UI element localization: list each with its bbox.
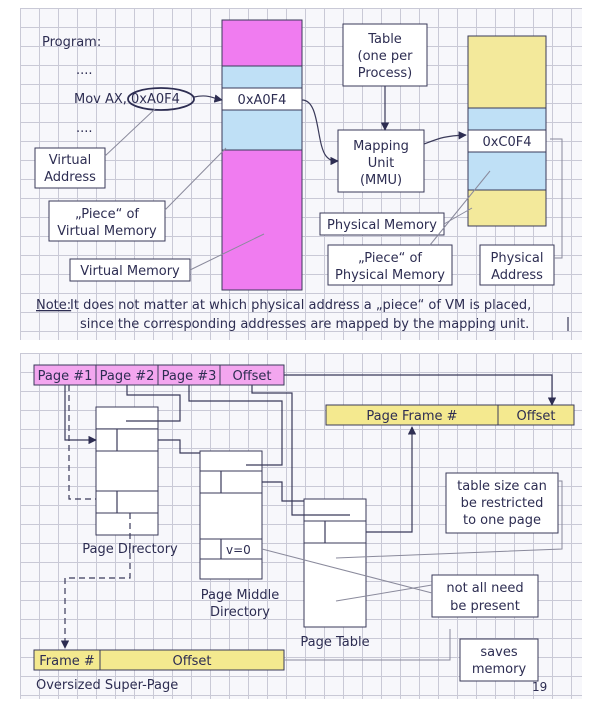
- frame-offset-label: Offset: [516, 409, 555, 424]
- virtual-memory-pointer: [189, 233, 265, 271]
- table-size-line1: table size can: [457, 479, 547, 494]
- piece-pm-line1: „Piece“ of: [358, 251, 422, 266]
- paging-diagram: Page #1 Page #2 Page #3 Offset Page Fram…: [33, 364, 575, 694]
- mmu-box: [337, 129, 425, 193]
- oversized-super-page-label: Oversized Super-Page: [36, 678, 178, 693]
- saves-memory-callout: [459, 638, 539, 682]
- piece-vm-line2: Virtual Memory: [57, 224, 157, 239]
- pmd-entry: [199, 470, 263, 494]
- table-line2: (one per: [358, 49, 414, 64]
- page2-route: [126, 385, 181, 422]
- not-all-pointer-pmd: [261, 548, 433, 594]
- vm-mapping-diagram: Program: .... Mov AX, 0xA0F4 .... Virtua…: [34, 19, 569, 332]
- pm-page-band-top: [467, 107, 547, 131]
- note-line1: It does not matter at which physical add…: [70, 298, 531, 313]
- pm-page-band-bottom: [467, 151, 547, 191]
- vm-cell-value: 0xA0F4: [238, 93, 287, 108]
- not-all-line1: not all need: [446, 581, 523, 596]
- pt-to-frame-arrow: [366, 426, 417, 533]
- vm-page-band-top: [221, 65, 303, 89]
- piece-pm-pointer: [429, 170, 491, 246]
- mmu-line3: (MMU): [360, 173, 402, 188]
- page-middle-directory-table: [199, 450, 263, 580]
- page2-label: Page #2: [100, 369, 155, 384]
- page3-route: [188, 385, 283, 466]
- page-table-label: Page Table: [300, 635, 369, 650]
- dots-1: ....: [76, 63, 93, 78]
- table-size-pointer: [335, 480, 563, 559]
- page-directory-label: Page Directory: [82, 542, 178, 557]
- page-table: [303, 498, 367, 628]
- saves-memory-pointer: [284, 629, 451, 661]
- mmu-line1: Mapping: [353, 139, 409, 154]
- offset-label: Offset: [232, 369, 271, 384]
- pmd-to-pt-route: [262, 481, 304, 502]
- vm-page-band-bottom: [221, 109, 303, 151]
- pd-to-pmd-route: [158, 439, 200, 454]
- frame-hash-label: Frame #: [39, 654, 95, 669]
- pmd-label-line2: Directory: [210, 605, 270, 620]
- table-size-line3: to one page: [463, 513, 541, 528]
- pd-entry-top: [95, 428, 159, 452]
- not-all-line2: be present: [450, 599, 520, 614]
- offset-to-frame-arrow: [284, 374, 557, 406]
- virtual-address-box: [34, 147, 106, 189]
- saves-line1: saves: [480, 645, 517, 660]
- physical-address-box: [479, 244, 555, 286]
- piece-pm-line2: Physical Memory: [335, 268, 445, 283]
- mmu-line2: Unit: [368, 156, 394, 171]
- page1-to-pd-arrow: [64, 385, 97, 445]
- piece-pm-box: [327, 244, 453, 286]
- table-line3: Process): [358, 66, 412, 81]
- vm-to-mmu-arrow: [301, 99, 339, 166]
- pm-cell-value: 0xC0F4: [482, 135, 531, 150]
- virtual-address-line1: Virtual: [49, 153, 91, 168]
- piece-vm-line1: „Piece“ of: [75, 207, 139, 222]
- table-line1: Table: [367, 32, 402, 47]
- multilevel-paging-panel: Page #1 Page #2 Page #3 Offset Page Fram…: [20, 353, 582, 699]
- not-all-callout: [431, 574, 539, 618]
- physical-address-line2: Address: [491, 268, 543, 283]
- virtual-address-pointer: [104, 108, 156, 157]
- piece-vm-box: [48, 200, 166, 242]
- super-offset-label: Offset: [172, 654, 211, 669]
- mov-instruction: Mov AX,: [74, 92, 127, 107]
- pd-super-dashed: [68, 385, 96, 500]
- pmd-label-line1: Page Middle: [201, 588, 280, 603]
- page-frame-label: Page Frame #: [366, 409, 457, 424]
- virtual-memory-label: Virtual Memory: [80, 264, 180, 279]
- pd-entry-bottom: [95, 490, 159, 514]
- offset-route: [251, 385, 350, 516]
- page3-label: Page #3: [162, 369, 217, 384]
- address-to-vm-arrow: [193, 94, 223, 103]
- table-size-line2: be restricted: [461, 496, 544, 511]
- page-number: 19: [532, 680, 547, 694]
- dots-2: ....: [76, 121, 93, 136]
- program-label: Program:: [42, 35, 101, 50]
- virtual-address-line2: Address: [44, 170, 96, 185]
- address-highlight-ellipse: [127, 87, 195, 111]
- pt-entry: [303, 520, 367, 544]
- address-literal: 0xA0F4: [131, 92, 180, 107]
- piece-vm-pointer: [164, 147, 227, 211]
- saves-line2: memory: [472, 662, 527, 677]
- virtual-memory-mapping-panel: Program: .... Mov AX, 0xA0F4 .... Virtua…: [20, 8, 582, 340]
- note-line2: since the corresponding addresses are ma…: [80, 317, 529, 332]
- virtual-memory-column: [221, 19, 303, 291]
- note-label: Note:: [36, 298, 71, 313]
- v-eq-0-label: v=0: [226, 543, 251, 557]
- page1-label: Page #1: [38, 369, 93, 384]
- physical-address-bracket: [550, 138, 563, 259]
- pd-to-superpage-dashed-arrow: [60, 513, 131, 649]
- physical-memory-label: Physical Memory: [327, 218, 437, 233]
- physical-address-line1: Physical: [491, 251, 544, 266]
- frame-offset-field: [497, 404, 575, 426]
- page-directory-table: [95, 406, 159, 536]
- mmu-to-pm-arrow: [423, 131, 467, 145]
- not-all-pointer-pt: [335, 584, 433, 602]
- table-size-callout: [445, 472, 559, 534]
